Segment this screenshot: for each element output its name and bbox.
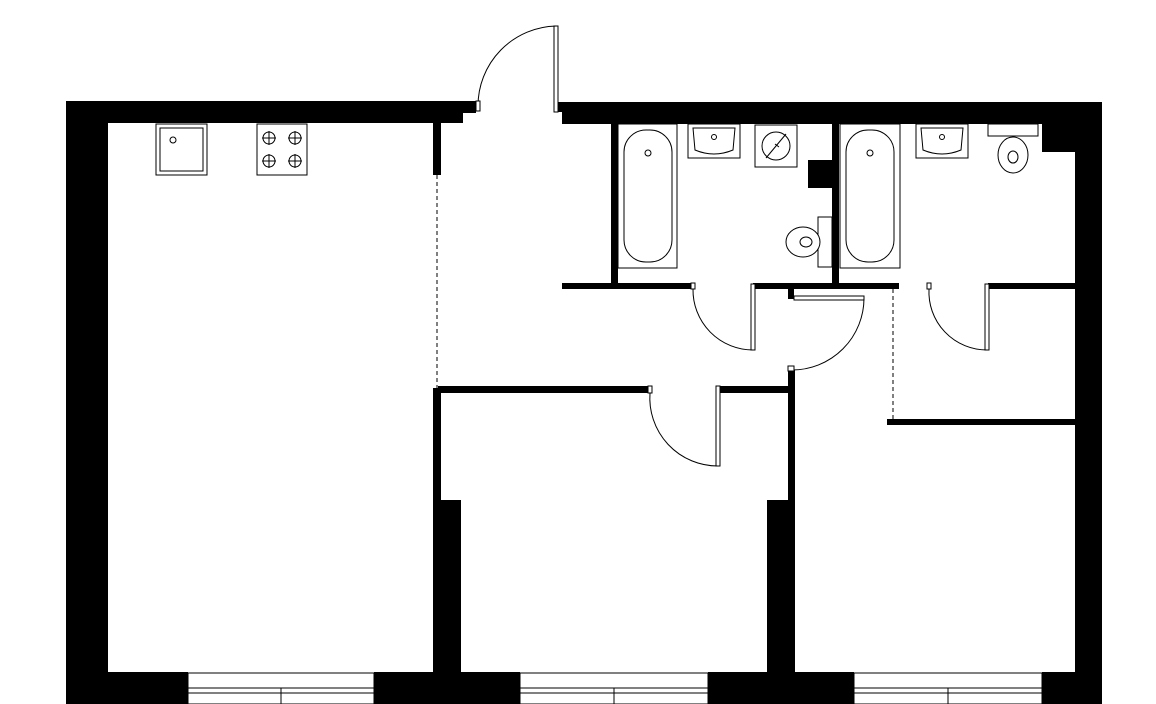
wall-top-left-stub bbox=[460, 101, 476, 113]
bathtub-icon bbox=[617, 123, 678, 269]
wall-bath-bottom-a bbox=[562, 283, 694, 289]
washing-machine-icon bbox=[754, 124, 798, 168]
doors bbox=[475, 25, 990, 467]
wall-shaft bbox=[808, 160, 832, 188]
wall-bath2-bottom bbox=[988, 283, 1078, 289]
wall-bedroom1-left-thick bbox=[433, 500, 461, 672]
wall-bottom-1 bbox=[66, 672, 188, 704]
kitchen-fixtures bbox=[155, 123, 308, 176]
wall-top-right-stub bbox=[556, 102, 564, 112]
exterior-walls bbox=[66, 101, 1102, 704]
washbasin-icon bbox=[915, 123, 969, 159]
window-icon bbox=[853, 672, 1043, 704]
zone-lines bbox=[436, 175, 894, 419]
toilet-icon bbox=[987, 123, 1039, 174]
wall-wardrobe bbox=[887, 419, 1077, 425]
wall-bottom-3 bbox=[708, 672, 854, 704]
wall-kitchen-stub bbox=[433, 123, 441, 175]
stove-icon bbox=[256, 123, 308, 176]
wall-bottom-4 bbox=[1042, 672, 1102, 704]
wall-bath-divider bbox=[832, 123, 839, 289]
windows bbox=[187, 672, 1043, 704]
wall-right-column bbox=[1042, 120, 1082, 152]
washbasin-icon bbox=[687, 123, 741, 159]
wall-top-left bbox=[66, 101, 463, 123]
door-swing-icon bbox=[690, 282, 756, 351]
door-swing-icon bbox=[475, 25, 559, 113]
wall-top-right bbox=[562, 102, 1102, 124]
wall-bedroom1-top-a bbox=[438, 386, 650, 393]
wall-bedroom-divider-thick bbox=[767, 500, 795, 672]
bathroom-2-fixtures bbox=[839, 123, 1039, 269]
interior-walls bbox=[433, 123, 1078, 672]
bathtub-icon bbox=[839, 123, 901, 269]
wall-bedroom1-top-b bbox=[718, 386, 790, 393]
bathroom-1-fixtures bbox=[617, 123, 833, 269]
door-swing-icon bbox=[926, 282, 990, 351]
window-icon bbox=[187, 672, 375, 704]
toilet-icon bbox=[785, 216, 833, 268]
wall-left bbox=[66, 101, 108, 704]
wall-bottom-2 bbox=[374, 672, 520, 704]
wall-bath1-left bbox=[611, 123, 618, 289]
wall-bath-bottom-b bbox=[753, 283, 899, 289]
door-swing-icon bbox=[647, 385, 721, 467]
sink-icon bbox=[155, 123, 208, 176]
window-icon bbox=[519, 672, 709, 704]
wall-right bbox=[1075, 102, 1102, 704]
door-swing-icon bbox=[787, 295, 865, 372]
wall-bath-small-post bbox=[788, 289, 794, 299]
